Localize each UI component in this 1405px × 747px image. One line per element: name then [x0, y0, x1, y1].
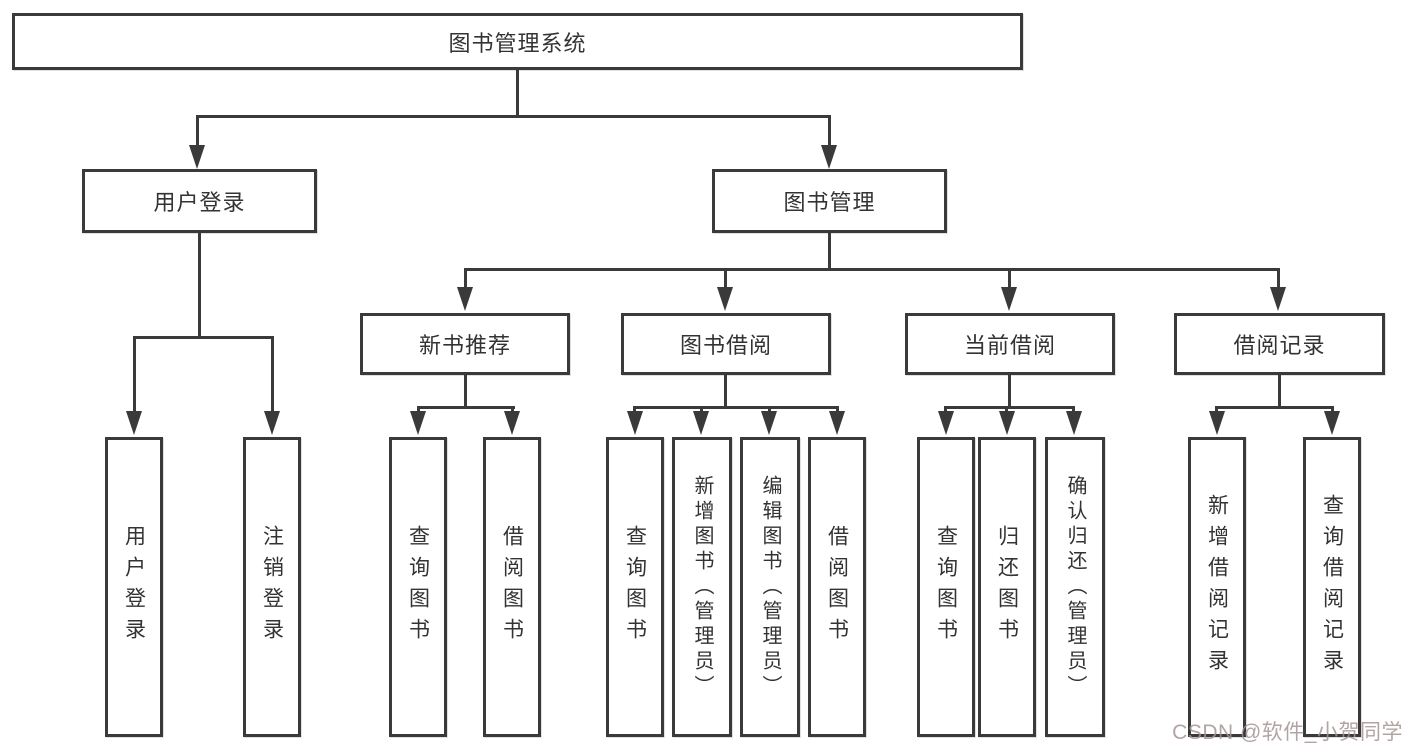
node-borrowing-records: 借阅记录 — [1174, 313, 1385, 375]
leaf-borrow-books-recommend: 借阅图书 — [483, 437, 541, 737]
leaf-borrow-books-recommend-label: 借阅图书 — [500, 525, 524, 649]
leaf-return-book-label: 归还图书 — [995, 525, 1019, 649]
arrow-to-book-mgmt — [821, 145, 837, 169]
connector-to-book-mgmt-line — [828, 115, 831, 147]
leaf-confirm-return-admin-label: 确认归还（管理员） — [1064, 474, 1086, 700]
leaf-query-books-borrowing: 查询图书 — [606, 437, 664, 737]
connector-to-user-login-line — [196, 115, 199, 147]
node-book-borrowing-label: 图书借阅 — [679, 333, 772, 358]
arrow-to-leaf-query-record — [1324, 411, 1340, 435]
node-book-borrowing: 图书借阅 — [621, 313, 831, 375]
connector-new-book-stub — [464, 375, 467, 409]
leaf-edit-book-admin-label: 编辑图书（管理员） — [759, 474, 781, 700]
connector-leaf-line — [836, 406, 839, 415]
arrow-to-records — [1270, 287, 1286, 311]
connector-leaf-line — [944, 406, 947, 415]
node-current-borrowing-label: 当前借阅 — [963, 333, 1056, 358]
leaf-query-books-current: 查询图书 — [917, 437, 975, 737]
connector-to-leaf-logout-line — [271, 336, 274, 413]
arrow-to-leaf-edit-book — [761, 411, 777, 435]
connector-new-book-hline — [417, 406, 515, 409]
arrow-to-leaf-confirm-return — [1066, 411, 1082, 435]
leaf-borrow-books-borrowing-label: 借阅图书 — [825, 525, 849, 649]
connector-to-current-line — [1008, 268, 1011, 289]
connector-current-stub — [1008, 375, 1011, 409]
leaf-query-books-recommend: 查询图书 — [389, 437, 447, 737]
arrow-to-leaf-add-record — [1209, 411, 1225, 435]
connector-records-hline — [1215, 406, 1334, 409]
arrow-to-leaf-query1 — [410, 411, 426, 435]
leaf-confirm-return-admin: 确认归还（管理员） — [1045, 437, 1105, 737]
node-root-label: 图书管理系统 — [448, 30, 587, 56]
arrow-to-leaf-borrow2 — [829, 411, 845, 435]
node-user-login: 用户登录 — [82, 169, 317, 233]
connector-user-login-hline — [133, 336, 274, 339]
connector-user-login-stub — [198, 233, 201, 338]
leaf-logout: 注销登录 — [243, 437, 301, 737]
arrow-to-borrowing — [717, 287, 733, 311]
connector-book-mgmt-stub — [828, 233, 831, 271]
arrow-to-current — [1001, 287, 1017, 311]
leaf-return-book: 归还图书 — [978, 437, 1036, 737]
node-root: 图书管理系统 — [12, 13, 1023, 70]
connector-borrowing-stub — [724, 375, 727, 409]
leaf-borrow-books-borrowing: 借阅图书 — [808, 437, 866, 737]
connector-borrowing-hline — [633, 406, 839, 409]
connector-leaf-line — [768, 406, 771, 415]
leaf-query-borrow-record-label: 查询借阅记录 — [1320, 494, 1344, 680]
connector-current-hline — [944, 406, 1075, 409]
node-book-management: 图书管理 — [712, 169, 947, 233]
leaf-query-books-current-label: 查询图书 — [934, 525, 958, 649]
arrow-to-leaf-borrow1 — [504, 411, 520, 435]
leaf-add-borrow-record: 新增借阅记录 — [1188, 437, 1246, 737]
connector-leaf-line — [700, 406, 703, 415]
csdn-watermark: CSDN @软件_小贺同学 — [1172, 721, 1403, 744]
connector-root-stub — [516, 70, 519, 117]
connector-leaf-line — [417, 406, 420, 415]
connector-to-borrowing-line — [724, 268, 727, 289]
arrow-to-new-book — [457, 287, 473, 311]
connector-leaf-line — [1005, 406, 1008, 415]
node-new-book-label: 新书推荐 — [418, 333, 511, 358]
connector-records-stub — [1278, 375, 1281, 409]
connector-to-records-line — [1277, 268, 1280, 289]
arrow-to-leaf-return — [999, 411, 1015, 435]
leaf-query-books-recommend-label: 查询图书 — [406, 525, 430, 649]
connector-root-hline — [196, 115, 831, 118]
node-borrowing-records-label: 借阅记录 — [1233, 333, 1326, 358]
node-book-management-label: 图书管理 — [783, 190, 876, 215]
connector-leaf-line — [1331, 406, 1334, 415]
connector-to-new-book-line — [464, 268, 467, 289]
arrow-to-user-login — [189, 145, 205, 169]
arrow-to-leaf-query2 — [627, 411, 643, 435]
leaf-user-login: 用户登录 — [105, 437, 163, 737]
connector-book-mgmt-hline — [464, 268, 1280, 271]
node-current-borrowing: 当前借阅 — [905, 313, 1115, 375]
connector-leaf-line — [1215, 406, 1218, 415]
leaf-query-borrow-record: 查询借阅记录 — [1303, 437, 1361, 737]
leaf-logout-label: 注销登录 — [260, 525, 284, 649]
node-user-login-label: 用户登录 — [153, 190, 246, 215]
leaf-edit-book-admin: 编辑图书（管理员） — [740, 437, 800, 737]
leaf-add-book-admin: 新增图书（管理员） — [672, 437, 732, 737]
connector-leaf-line — [633, 406, 636, 415]
connector-leaf-line — [1072, 406, 1075, 415]
connector-to-leaf-login-line — [133, 336, 136, 413]
arrow-to-leaf-query3 — [938, 411, 954, 435]
node-new-book-recommendation: 新书推荐 — [360, 313, 570, 375]
arrow-to-leaf-logout — [264, 411, 280, 435]
leaf-user-login-label: 用户登录 — [122, 525, 146, 649]
leaf-add-book-admin-label: 新增图书（管理员） — [691, 474, 713, 700]
leaf-query-books-borrowing-label: 查询图书 — [623, 525, 647, 649]
leaf-add-borrow-record-label: 新增借阅记录 — [1205, 494, 1229, 680]
connector-leaf-line — [511, 406, 514, 415]
arrow-to-leaf-add-book — [693, 411, 709, 435]
arrow-to-leaf-login — [126, 411, 142, 435]
